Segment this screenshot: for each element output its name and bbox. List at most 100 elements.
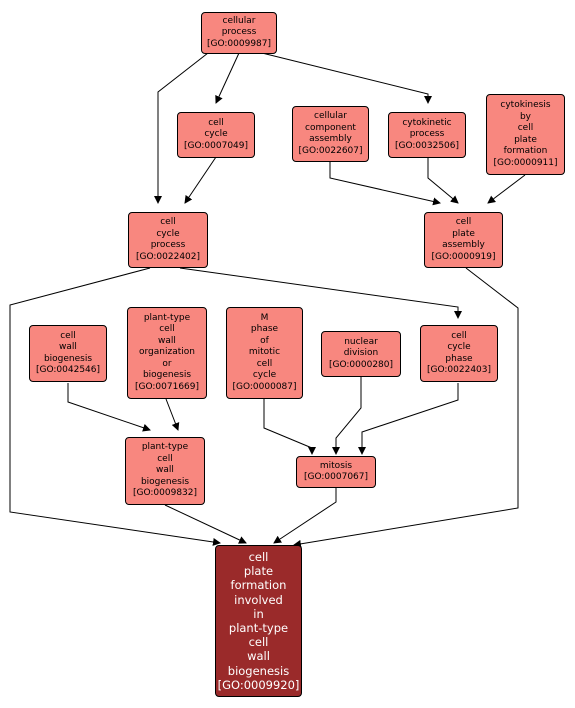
node-label-line: biogenesis [227,663,290,678]
node-label-line: [GO:0009832] [132,488,198,499]
node-label-line: plate [452,228,475,239]
node-label-line: cell [208,117,224,128]
node-label-line: cycle [156,228,180,239]
node-label-line: phase [250,324,279,335]
node-label-line: process [409,129,445,140]
node-label-line: cellular [314,111,347,121]
node-label-line: biogenesis [140,476,190,487]
edge-plate-assembly-to-target [293,267,519,548]
edge-cell-cycle-to-cell-cycle-process [184,156,217,204]
node-label-line: [GO:0000087] [232,381,297,392]
node-label-line: of [260,335,269,346]
edge-mitosis-to-target [273,488,337,544]
node-label-line: [GO:0009920] [217,677,300,692]
node-label-line: plant-type [141,442,189,453]
node-label-line: [GO:0071669] [134,381,200,392]
node-label-line: wall [158,335,176,346]
node-label-line: phase [445,353,473,364]
node-label-line: cell [451,330,467,341]
node-label-line: cell [517,123,534,133]
node-label-line: plate [243,564,274,579]
node-label-line: [GO:0000911] [493,157,558,168]
node-label-line: mitosis [319,460,353,471]
node-label-line: cycle [447,342,471,352]
node-label-line: formation [503,146,548,156]
node-label-line: [GO:0022402] [135,251,201,262]
node-label-line: division [343,348,379,359]
node-label-line: cell [455,217,472,227]
node-label-line: by [519,111,532,122]
edge-cytokinetic-process-to-plate-assembly [427,157,459,204]
node-label-line: cell [248,635,269,650]
node-label-line: organization [139,347,195,358]
node-label-line: M [260,312,269,323]
node-label-line: [GO:0022403] [426,365,492,375]
node-label-line: cell [248,549,269,564]
node-label-line: process [221,27,257,38]
edge-plant-wall-biogenesis-to-target [164,504,247,544]
node-label-line: [GO:0009987] [206,38,272,49]
edge-cell-cycle-process-to-target [9,267,221,546]
edge-cell-cycle-process-to-cell-cycle-phase [179,267,462,319]
node-label-line: process [150,240,186,250]
node-label-line: mitotic [248,347,281,358]
node-label-line: cell [60,330,76,341]
edge-wall-biogenesis-to-plant-wall-biogenesis [67,383,151,432]
node-label-line: nuclear [344,336,378,347]
node-label-line: biogenesis [142,370,192,381]
node-label-line: wall [59,342,77,352]
node-label-line: cellular [222,15,256,26]
edge-cellular-process-to-cytokinetic-process [261,52,432,104]
edge-cell-cycle-phase-to-mitosis [358,383,459,455]
node-label-line: assembly [442,240,485,250]
node-label-line: cytokinetic [402,117,452,128]
node-label-line: cell [157,453,173,464]
edge-nuclear-division-to-mitosis [332,377,362,455]
node-label-line: [GO:0007067] [303,472,369,482]
node-label-line: cycle [204,129,228,140]
node-label-line: component [305,122,356,133]
edge-cellular-process-to-cell-cycle [215,52,240,104]
node-label-line: or [162,358,172,369]
node-label-line: biogenesis [43,353,93,364]
node-label-line: [GO:0022607] [298,145,363,156]
node-label-line: cell [256,358,273,369]
node-label-line: [GO:0032506] [394,140,460,151]
node-label-line: assembly [309,134,352,144]
node-label-line: [GO:0042546] [35,365,101,375]
node-mitosis[interactable]: mitosis[GO:0007067] [296,456,376,488]
node-label-line: involved [234,592,283,607]
node-label-line: cycle [252,370,277,381]
node-label-line: formation [230,578,287,593]
edge-cellular-process-to-cell-cycle-process [154,52,209,204]
node-label-line: [GO:0000919] [431,251,496,262]
node-label-line: cell [160,217,176,227]
node-label-line: plate [514,134,537,145]
node-label-line: cell [159,324,175,335]
node-label-line: wall [156,465,174,476]
edge-m-phase-to-mitosis [263,398,316,455]
node-label-line: [GO:0000280] [328,359,394,370]
edge-cytokinesis-to-plate-assembly [487,174,526,204]
node-label-line: wall [247,649,270,664]
node-label-line: cytokinesis [500,100,551,110]
node-label-line: [GO:0007049] [183,140,249,151]
node-label-line: in [253,606,264,621]
edge-component-assembly-to-plate-assembly [329,162,441,206]
